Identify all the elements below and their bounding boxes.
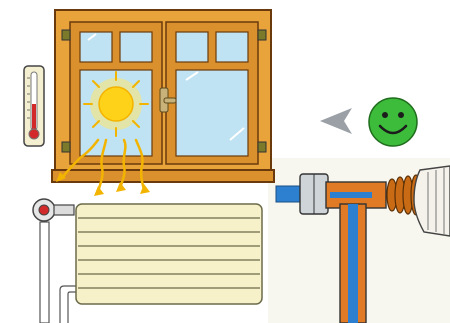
radiator bbox=[33, 199, 262, 323]
thermometer bbox=[24, 66, 44, 146]
pointer-arrow bbox=[320, 108, 352, 134]
thermostatic-valve bbox=[276, 166, 450, 323]
window bbox=[52, 10, 274, 182]
smiley-face bbox=[369, 98, 417, 146]
sun bbox=[84, 72, 148, 136]
